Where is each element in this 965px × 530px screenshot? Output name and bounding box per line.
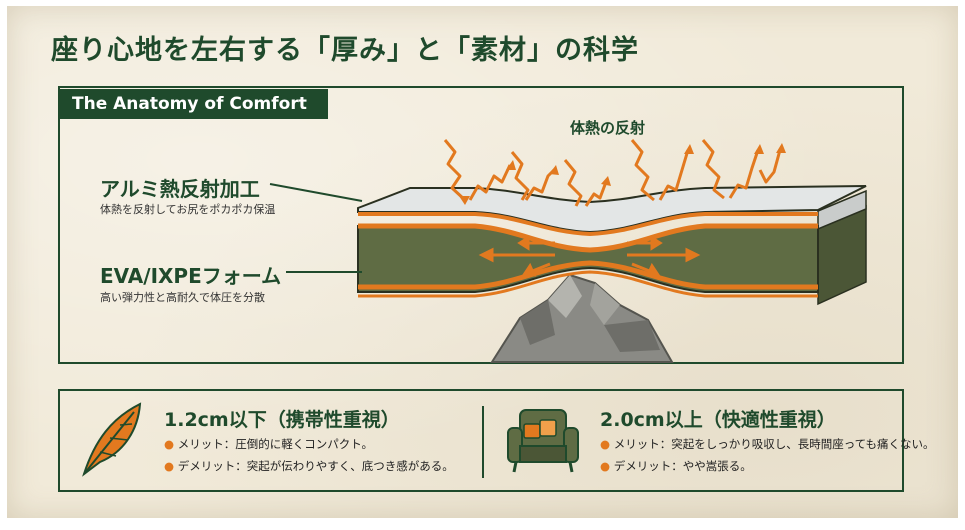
option-thin-merit: ● メリット：圧倒的に軽くコンパクト。 — [164, 437, 373, 451]
heat-waves — [443, 139, 782, 207]
bullet-icon: ● — [600, 437, 614, 451]
heat-label: 体熱の反射 — [570, 119, 646, 137]
foam-name: EVA/IXPEフォーム — [100, 264, 282, 288]
option-thin-demerit: ● デメリット：突起が伝わりやすく、底つき感がある。 — [164, 459, 454, 473]
option-thin-title: 1.2cm以下（携帯性重視） — [164, 409, 400, 431]
option-thick-merit: ● メリット：突起をしっかり吸収し、長時間座っても痛くない。 — [600, 437, 935, 451]
bullet-icon: ● — [600, 459, 614, 473]
option-thick-title: 2.0cm以上（快適性重視） — [600, 409, 836, 431]
page-title: 座り心地を左右する「厚み」と「素材」の科学 — [51, 35, 639, 66]
aluminum-desc: 体熱を反射してお尻をポカポカ保温 — [100, 203, 276, 216]
info-divider — [482, 406, 484, 478]
pressure-arrows — [478, 235, 701, 277]
bullet-icon: ● — [164, 459, 178, 473]
aluminum-leader — [269, 183, 363, 202]
frame-label: The Anatomy of Comfort — [60, 89, 328, 119]
diagram-frame — [58, 86, 904, 364]
bullet-icon: ● — [164, 437, 178, 451]
heat-arrowheads — [459, 143, 786, 205]
option-thick-demerit: ● デメリット：やや嵩張る。 — [600, 459, 752, 473]
aluminum-name: アルミ熱反射加工 — [100, 177, 260, 201]
rock-illustration — [490, 273, 674, 363]
info-panel — [58, 389, 904, 492]
foam-desc: 高い弾力性と高耐久で体圧を分散 — [100, 291, 265, 304]
